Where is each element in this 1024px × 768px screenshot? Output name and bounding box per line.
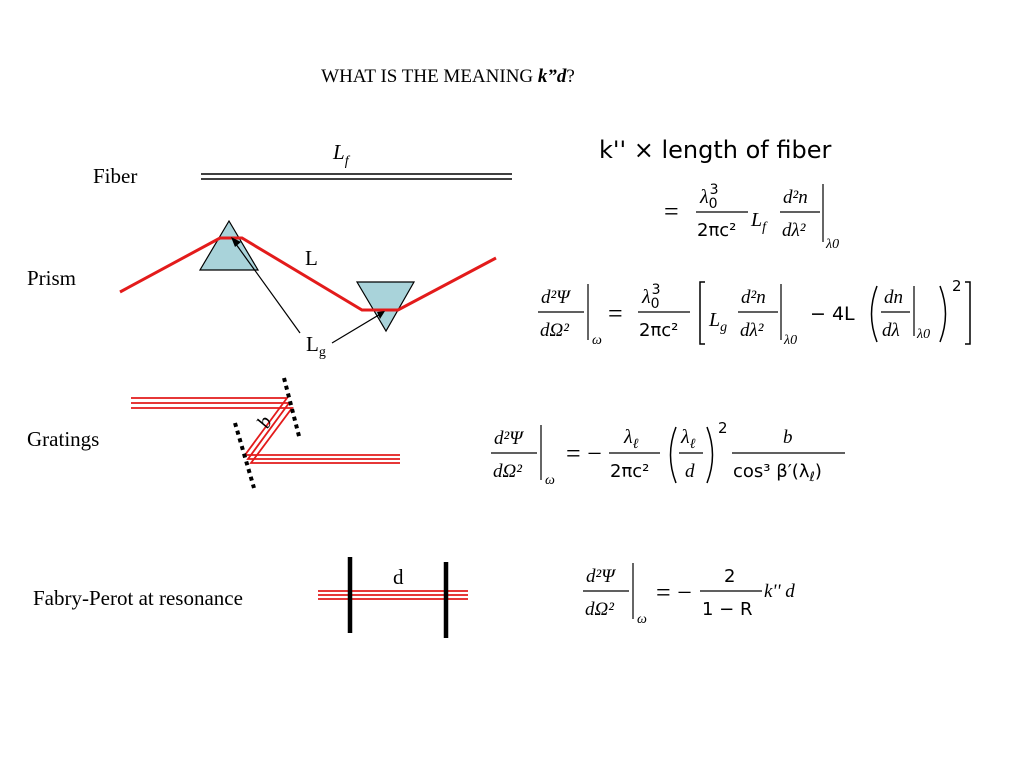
prism-Lg-arrow-1	[232, 239, 301, 334]
grating-2	[233, 422, 256, 489]
fabry-perot-d-label: d	[393, 565, 404, 589]
prism-eq-bracket-left	[699, 281, 705, 345]
fp-eq-lhs-num: d²Ψ	[586, 566, 616, 587]
title-prefix: WHAT IS THE MEANING	[321, 66, 538, 87]
prism-eq-dn: dn	[884, 287, 903, 308]
svg-text:=: =	[664, 197, 679, 226]
prism-eq-eval2: λ0	[916, 327, 930, 342]
fabry-perot-diagram	[318, 557, 468, 638]
prism-eq-sq: 2	[952, 277, 962, 295]
fiber-eq-eval: λ0	[825, 237, 839, 252]
gratings-eq-lhs-num: d²Ψ	[494, 428, 524, 449]
prism-eq-lhs-num: d²Ψ	[541, 287, 571, 308]
prism-eq-dl: dλ	[882, 320, 900, 341]
gratings-eq-coef-num: λℓ	[623, 426, 639, 452]
fiber-diagram	[201, 173, 512, 180]
gratings-eq-paren-den: d	[685, 461, 695, 482]
fiber-equation: k'' × length of fiber = λ03 2πc² Lf d²n …	[599, 136, 839, 252]
prism-eq-minus4L: − 4L	[810, 303, 855, 325]
fp-eq-frac-den: 1 − R	[702, 599, 752, 620]
gratings-eq-b: b	[783, 427, 793, 448]
grating-1	[282, 377, 302, 441]
prism-L-label: L	[305, 246, 318, 270]
fp-eq-tail: k'' d	[764, 581, 795, 602]
gratings-eq-lhs-sub: ω	[545, 473, 555, 488]
fiber-eq-coef-den: 2πc²	[697, 220, 736, 241]
fiber-eq-deriv-den: dλ²	[782, 220, 806, 241]
gratings-eq-cos: cos³ β′(λℓ)	[733, 461, 822, 485]
fiber-eq-coef-num: λ03	[699, 182, 719, 212]
prism-up	[198, 219, 260, 271]
gratings-diagram	[131, 377, 400, 489]
fiber-eq-deriv-num: d²n	[783, 187, 808, 208]
gratings-label: Gratings	[27, 427, 99, 451]
fiber-eq-heading: k'' × length of fiber	[599, 136, 831, 164]
title-suffix: ?	[566, 66, 574, 87]
gratings-eq-paren-num: λℓ	[680, 426, 696, 452]
prism-Lg-arrow-2	[331, 312, 383, 344]
title-emph: k”d	[538, 66, 567, 87]
prism-eq-dl2: dλ²	[740, 320, 764, 341]
prism-eq-coef-den: 2πc²	[639, 320, 678, 341]
prism-eq-Lg: Lg	[708, 309, 727, 335]
fabry-perot-equation: d²Ψ dΩ² ω = − 2 1 − R k'' d	[583, 563, 795, 627]
prism-beam	[119, 236, 497, 312]
slide-title: WHAT IS THE MEANING k”d?	[321, 66, 575, 87]
prism-eq-d2n: d²n	[741, 287, 766, 308]
prism-eq-eval1: λ0	[783, 333, 797, 348]
fp-eq-frac-num: 2	[724, 566, 735, 587]
prism-down	[355, 281, 416, 333]
gratings-eq-sq: 2	[718, 419, 728, 437]
fabry-perot-label: Fabry-Perot at resonance	[33, 586, 243, 610]
fp-eq-lhs-den: dΩ²	[585, 599, 614, 620]
gratings-eq-rhs-eq: = −	[566, 439, 602, 468]
prism-eq-paren-right	[939, 285, 947, 343]
prism-eq-bracket-right	[965, 281, 971, 345]
prism-eq-paren-left	[870, 285, 878, 343]
fiber-eq-L: Lf	[750, 209, 768, 235]
prism-eq-coef-num: λ03	[641, 282, 661, 312]
prism-eq-lhs-den: dΩ²	[540, 320, 569, 341]
prism-equation: d²Ψ dΩ² ω = λ03 2πc² Lg d²n dλ² λ0 − 4L …	[538, 277, 971, 348]
svg-text:=: =	[608, 299, 623, 328]
fp-eq-lhs-sub: ω	[637, 612, 647, 627]
fp-eq-rhs-eq: = −	[656, 578, 692, 607]
fiber-length-label: Lf	[332, 140, 351, 169]
prism-Lg-label: Lg	[306, 332, 326, 360]
gratings-eq-coef-den: 2πc²	[610, 461, 649, 482]
fiber-label: Fiber	[93, 164, 137, 188]
prism-label: Prism	[27, 266, 76, 290]
gratings-eq-lhs-den: dΩ²	[493, 461, 522, 482]
prism-eq-lhs-sub: ω	[592, 333, 602, 348]
gratings-equation: d²Ψ dΩ² ω = − λℓ 2πc² λℓ d 2 b cos³ β′(λ…	[491, 419, 845, 488]
prism-diagram	[119, 219, 497, 344]
